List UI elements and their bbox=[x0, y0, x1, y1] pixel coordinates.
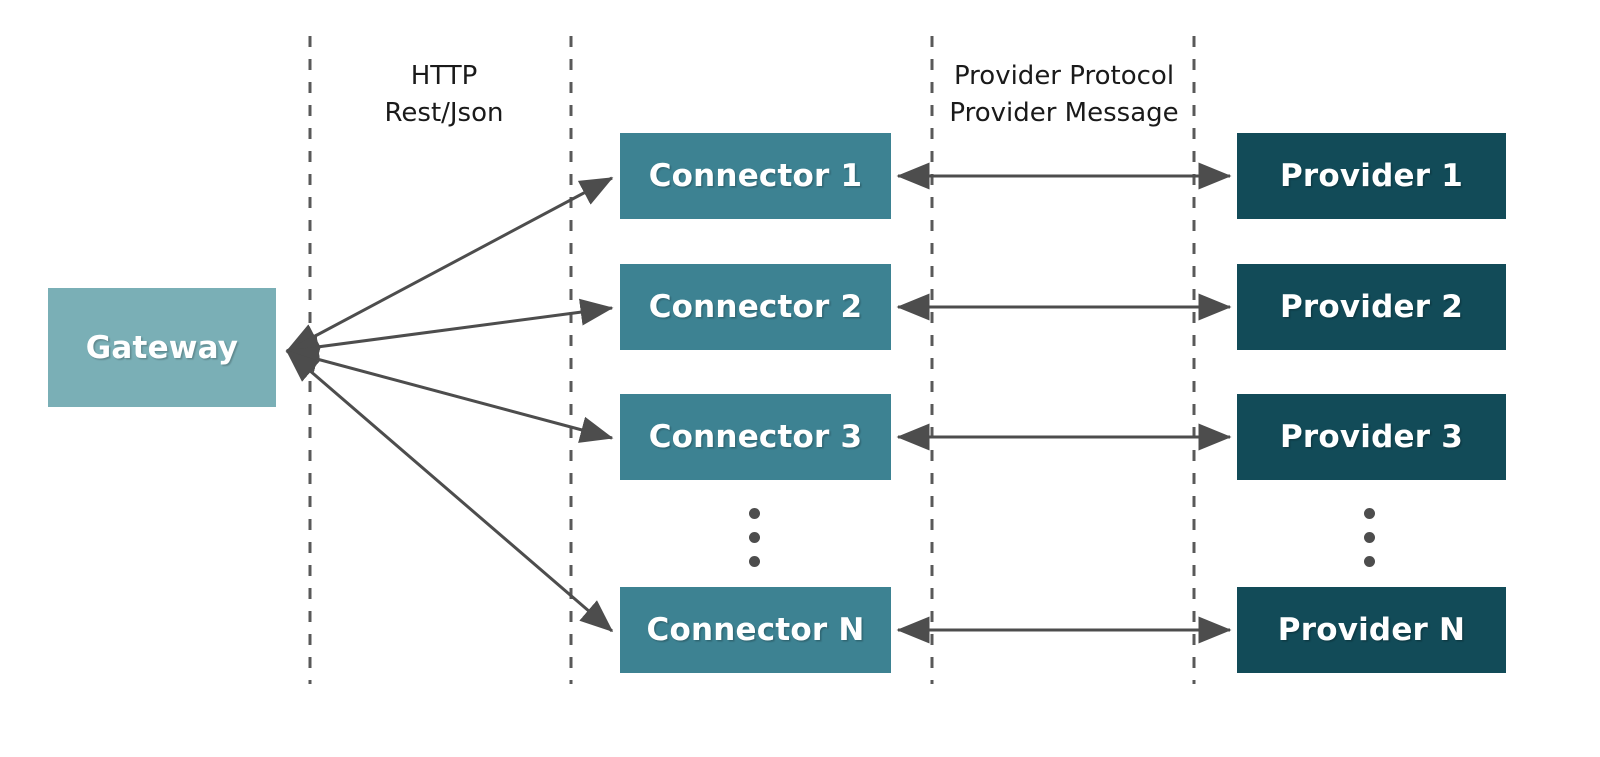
ellipsis-dot bbox=[1364, 556, 1375, 567]
connector-node-3[interactable]: Connector 3 bbox=[620, 394, 891, 480]
ellipsis-dot bbox=[749, 508, 760, 519]
connector-column-ellipsis-icon bbox=[749, 508, 760, 567]
connector-node-n[interactable]: Connector N bbox=[620, 587, 891, 673]
arrow-gateway-to-connector-2 bbox=[285, 298, 614, 361]
provider-node-2[interactable]: Provider 2 bbox=[1237, 264, 1506, 350]
ellipsis-dot bbox=[1364, 532, 1375, 543]
ellipsis-dot bbox=[749, 556, 760, 567]
connector-node-1[interactable]: Connector 1 bbox=[620, 133, 891, 219]
provider-node-3[interactable]: Provider 3 bbox=[1237, 394, 1506, 480]
lane-label-http-rest-json: HTTP Rest/Json bbox=[384, 61, 504, 128]
arrow-gateway-to-connector-1 bbox=[285, 176, 614, 353]
connector-node-2[interactable]: Connector 2 bbox=[620, 264, 891, 350]
provider-column-ellipsis-icon bbox=[1364, 508, 1375, 567]
ellipsis-dot bbox=[1364, 508, 1375, 519]
gateway-connector-arrows bbox=[285, 176, 614, 633]
arrow-gateway-to-connector-n bbox=[285, 349, 614, 633]
connector-provider-arrows bbox=[896, 162, 1232, 644]
provider-node-n[interactable]: Provider N bbox=[1237, 587, 1506, 673]
provider-node-1[interactable]: Provider 1 bbox=[1237, 133, 1506, 219]
lane-label-provider-protocol-message: Provider Protocol Provider Message bbox=[949, 61, 1179, 128]
gateway-node[interactable]: Gateway bbox=[48, 288, 276, 407]
ellipsis-dot bbox=[749, 532, 760, 543]
